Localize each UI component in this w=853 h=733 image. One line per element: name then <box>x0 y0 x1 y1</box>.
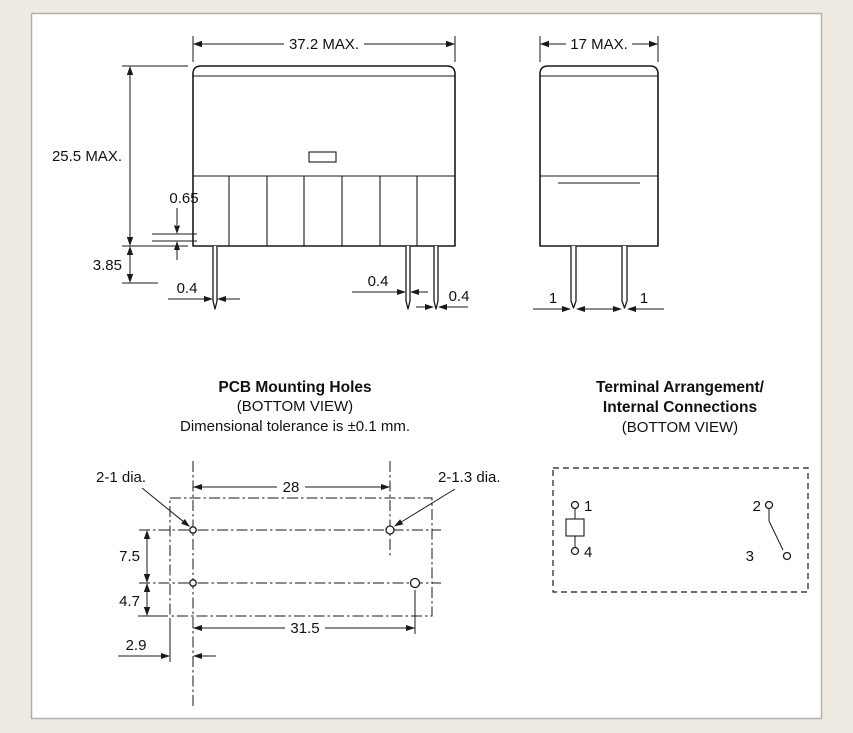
mount-hole-top-left <box>189 526 197 534</box>
terminal-1-label: 1 <box>584 498 592 515</box>
pin-front-left <box>212 246 218 310</box>
dim-front-height: 25.5 MAX. <box>52 65 188 247</box>
dim-side-width: 17 MAX. <box>539 36 659 62</box>
pcb-title: PCB Mounting Holes <box>218 379 371 396</box>
dim-edge-offset: 2.9 <box>118 637 216 659</box>
row-gap-label: 7.5 <box>119 548 140 565</box>
dim-standoff: 0.65 <box>152 190 199 260</box>
dim-pin-width-mid: 0.4 <box>352 273 428 295</box>
side-pin-width-right-label: 1 <box>640 290 648 307</box>
holes-large-label: 2-1.3 dia. <box>438 469 501 486</box>
contact-symbol: 2 3 <box>746 498 792 565</box>
bottom-span-label: 31.5 <box>290 620 319 637</box>
dim-pin-width-left: 0.4 <box>168 280 240 302</box>
pin-width-mid-label: 0.4 <box>368 273 389 290</box>
pcb-subtitle: (BOTTOM VIEW) <box>237 398 353 415</box>
dim-side-pin-widths: 1 1 <box>533 290 664 312</box>
dim-bottom-span: 31.5 <box>193 620 415 637</box>
leader-large-holes: 2-1.3 dia. <box>394 469 501 527</box>
terminal-4 <box>570 546 580 556</box>
dim-pin-width-right: 0.4 <box>416 288 469 310</box>
terminal-title-line1: Terminal Arrangement/ <box>596 379 765 396</box>
terminal-3-label: 3 <box>746 548 754 565</box>
dim-front-width: 37.2 MAX. <box>192 36 456 62</box>
dim-pin-length: 3.85 <box>93 246 158 284</box>
pcb-view: PCB Mounting Holes (BOTTOM VIEW) Dimensi… <box>96 379 501 706</box>
bottom-gap-label: 4.7 <box>119 593 140 610</box>
side-pin-width-left-label: 1 <box>549 290 557 307</box>
front-view: 37.2 MAX. 25.5 MAX. 0.65 3.85 <box>52 36 469 310</box>
terminal-subtitle: (BOTTOM VIEW) <box>622 419 738 436</box>
terminal-outline <box>552 467 809 593</box>
side-width-label: 17 MAX. <box>570 36 628 53</box>
pin-side-right <box>621 246 628 309</box>
mount-hole-bottom-right <box>409 577 421 589</box>
terminal-4-label: 4 <box>584 544 592 561</box>
side-view: 17 MAX. 1 1 <box>533 36 664 312</box>
pcb-tolerance-note: Dimensional tolerance is ±0.1 mm. <box>180 418 410 435</box>
body-outline-bottom-view <box>169 497 433 617</box>
dim-top-span: 28 <box>193 479 390 496</box>
label-window <box>308 151 337 163</box>
top-span-label: 28 <box>283 479 300 496</box>
mount-hole-bottom-left <box>189 579 197 587</box>
terminal-3 <box>782 551 792 561</box>
terminal-title-line2: Internal Connections <box>603 399 757 416</box>
relay-body-front <box>192 65 456 247</box>
terminal-2 <box>764 500 774 510</box>
drawing-panel <box>30 12 823 720</box>
pin-side-left <box>570 246 577 309</box>
pin-width-right-label: 0.4 <box>449 288 470 305</box>
terminal-2-label: 2 <box>753 498 761 515</box>
leader-small-holes: 2-1 dia. <box>96 469 190 527</box>
dim-row-gap: 7.5 <box>119 530 151 583</box>
pin-length-label: 3.85 <box>93 257 122 274</box>
mount-hole-top-right <box>385 525 395 535</box>
edge-offset-label: 2.9 <box>126 637 147 654</box>
pin-front-right <box>433 246 439 310</box>
dim-bottom-gap: 4.7 <box>119 583 151 616</box>
front-width-label: 37.2 MAX. <box>289 36 359 53</box>
relay-body-side <box>539 65 659 247</box>
standoff-label: 0.65 <box>169 190 198 207</box>
coil-symbol: 1 4 <box>565 498 592 561</box>
holes-small-label: 2-1 dia. <box>96 469 146 486</box>
terminal-view: Terminal Arrangement/ Internal Connectio… <box>552 379 809 593</box>
pin-width-left-label: 0.4 <box>177 280 198 297</box>
front-height-label: 25.5 MAX. <box>52 148 122 165</box>
pin-front-mid <box>405 246 411 310</box>
terminal-1 <box>570 500 580 510</box>
